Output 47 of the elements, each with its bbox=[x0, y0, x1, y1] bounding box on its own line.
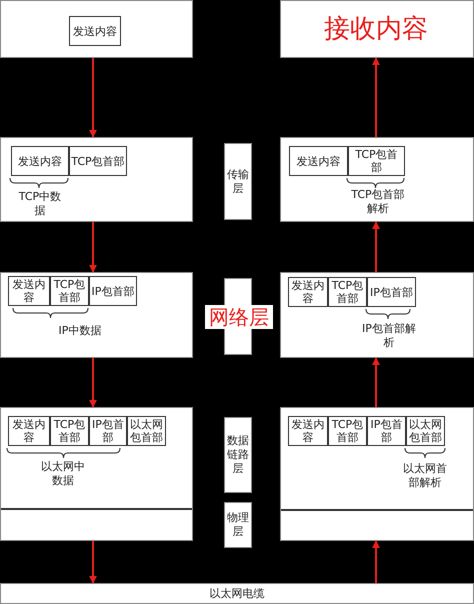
arrow bbox=[372, 357, 380, 407]
packet-field: TCP包首部 bbox=[69, 146, 127, 176]
packet-field: TCP包首部 bbox=[50, 276, 89, 306]
packet-field: TCP包首部 bbox=[328, 416, 367, 446]
packet-field: 发送内容 bbox=[69, 16, 121, 46]
layer-label: 物理层 bbox=[224, 502, 252, 548]
packet-field: 发送内容 bbox=[289, 146, 348, 176]
layer-panel bbox=[280, 272, 474, 358]
arrow bbox=[372, 540, 380, 583]
packet-field: TCP包首部 bbox=[348, 146, 405, 176]
arrow bbox=[89, 541, 97, 584]
arrow bbox=[372, 221, 380, 272]
brace-label: 以太网首部解析 bbox=[402, 462, 448, 490]
arrow bbox=[372, 57, 380, 137]
layer-label: 传输层 bbox=[224, 143, 252, 220]
layer-panel bbox=[0, 137, 193, 222]
packet-field: 发送内容 bbox=[288, 416, 328, 446]
arrow bbox=[89, 58, 97, 138]
layer-label: 网络层 bbox=[205, 305, 273, 329]
arrow bbox=[89, 222, 97, 273]
packet-field: IP包首部 bbox=[89, 276, 137, 306]
packet-field: 发送内容 bbox=[8, 416, 50, 446]
packet-field: TCP包首部 bbox=[50, 416, 89, 446]
brace-label: IP包首部解析 bbox=[362, 322, 416, 350]
layer-panel bbox=[280, 137, 474, 222]
packet-field: 以太网包首部 bbox=[406, 416, 445, 446]
layer-panel bbox=[0, 0, 193, 58]
cable-band: 以太网电缆 bbox=[0, 583, 474, 604]
heading-text: 接收内容 bbox=[313, 13, 439, 47]
packet-field: IP包首部 bbox=[367, 277, 416, 307]
packet-field: 发送内容 bbox=[8, 276, 50, 306]
arrow bbox=[89, 358, 97, 408]
packet-field: 发送内容 bbox=[11, 146, 69, 176]
brace-label: IP中数据 bbox=[58, 324, 102, 338]
layer-panel bbox=[280, 407, 474, 541]
layer-panel bbox=[0, 272, 193, 358]
packet-field: 发送内容 bbox=[288, 277, 328, 307]
packet-field: IP包首部 bbox=[367, 416, 406, 446]
packet-field: 以太网包首部 bbox=[127, 416, 166, 446]
layer-panel bbox=[0, 407, 193, 541]
packet-field: TCP包首部 bbox=[328, 277, 367, 307]
brace-label: 以太网中数据 bbox=[40, 460, 86, 488]
brace-label: TCP中数据 bbox=[18, 190, 62, 218]
layer-label: 数据链路层 bbox=[224, 417, 252, 493]
layer-panel bbox=[280, 0, 474, 58]
brace-label: TCP包首部解析 bbox=[350, 188, 406, 216]
packet-field: IP包首部 bbox=[89, 416, 127, 446]
